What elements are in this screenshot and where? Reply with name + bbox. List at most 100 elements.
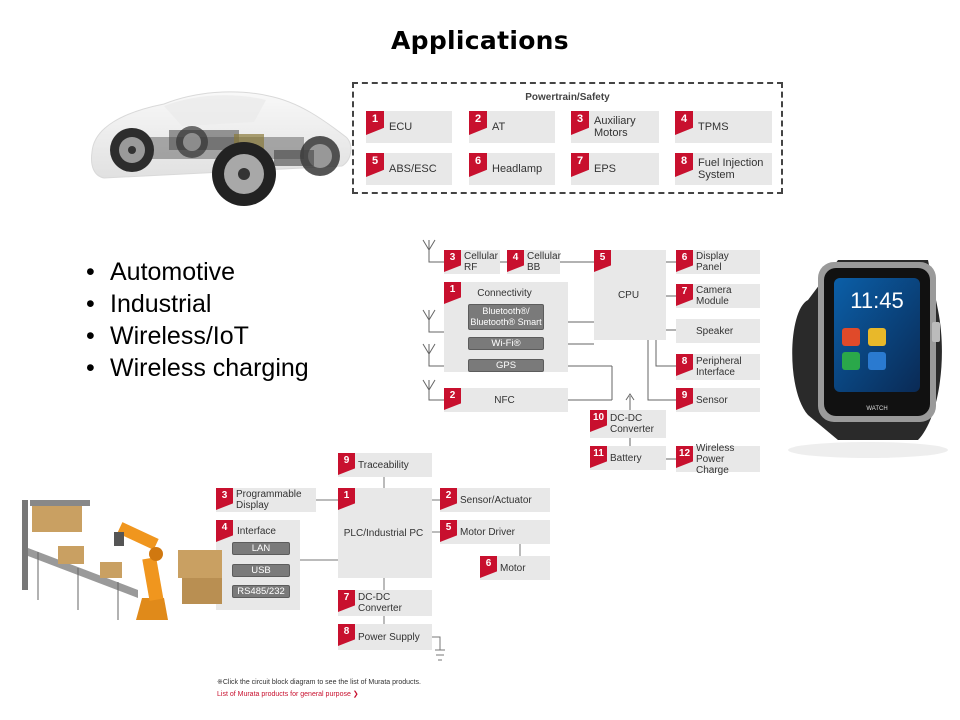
block-label: Sensor	[696, 394, 728, 406]
block-label: Auxiliary Motors	[594, 115, 636, 139]
bullet-wireless-charging: Wireless charging	[86, 352, 309, 384]
block-abs-esc[interactable]: 5 ABS/ESC	[366, 153, 452, 185]
tag-number: 6	[480, 556, 497, 578]
block-label: Battery	[610, 452, 642, 464]
block-label: Programmable Display	[236, 489, 302, 511]
pill-rs485: RS485/232	[232, 585, 290, 598]
block-label: Motor	[500, 562, 526, 574]
tag-number: 8	[338, 624, 355, 646]
slide-title: Applications	[391, 26, 569, 55]
bullet-industrial: Industrial	[86, 288, 309, 320]
tag-number: 7	[338, 590, 355, 612]
block-label: DC-DC Converter	[358, 592, 402, 614]
block-label: Traceability	[358, 459, 409, 471]
bullet-wireless-iot: Wireless/IoT	[86, 320, 309, 352]
block-at[interactable]: 2 AT	[469, 111, 555, 143]
block-label: Wireless Power Charge	[696, 442, 735, 476]
tag-number: 12	[676, 446, 693, 468]
block-label: Fuel Injection System	[698, 157, 764, 181]
block-label: Sensor/Actuator	[460, 494, 532, 506]
tag-number: 5	[594, 250, 611, 272]
block-label: AT	[492, 121, 506, 133]
block-tpms[interactable]: 4 TPMS	[675, 111, 772, 143]
car-chassis-image	[91, 91, 352, 206]
block-speaker[interactable]: Speaker	[676, 319, 760, 343]
block-label: Headlamp	[492, 163, 543, 175]
tag-number: 3	[216, 488, 233, 510]
tag-number: 3	[444, 250, 461, 272]
footnote: ※Click the circuit block diagram to see …	[217, 679, 421, 686]
smartwatch-image: 11:45 WATCH	[788, 260, 948, 458]
block-label: PLC/Industrial PC	[343, 527, 424, 539]
tag-number: 5	[440, 520, 457, 542]
pill-lan: LAN	[232, 542, 290, 555]
block-label: DC-DC Converter	[610, 413, 654, 435]
pill-usb: USB	[232, 564, 290, 577]
tag-number: 2	[444, 388, 461, 410]
block-label: Power Supply	[358, 631, 420, 643]
powertrain-label: Powertrain/Safety	[525, 92, 610, 103]
block-label: Interface	[237, 526, 276, 537]
tag-number: 6	[676, 250, 693, 272]
tag-number: 9	[676, 388, 693, 410]
tag-number: 9	[338, 453, 355, 475]
tag-number: 1	[366, 111, 384, 135]
block-label: ECU	[389, 121, 413, 133]
tag-number: 8	[676, 354, 693, 376]
murata-products-link[interactable]: List of Murata products for general purp…	[217, 691, 359, 698]
tag-number: 3	[571, 111, 589, 135]
powertrain-safety-panel	[352, 82, 783, 194]
watch-brand: WATCH	[866, 406, 887, 412]
tag-number: 8	[675, 153, 693, 177]
tag-number: 1	[444, 282, 461, 304]
block-ecu[interactable]: 1 ECU	[366, 111, 452, 143]
tag-number: 4	[216, 520, 233, 542]
tag-number: 4	[675, 111, 693, 135]
tag-number: 11	[590, 446, 607, 468]
tag-number: 2	[440, 488, 457, 510]
block-label: Cellular RF	[464, 251, 498, 273]
tag-number: 2	[469, 111, 487, 135]
tag-number: 6	[469, 153, 487, 177]
tag-number: 1	[338, 488, 355, 510]
pill-bluetooth: Bluetooth®/ Bluetooth® Smart	[468, 304, 544, 330]
tag-number: 10	[590, 410, 607, 432]
tag-number: 5	[366, 153, 384, 177]
pill-wifi: Wi-Fi®	[468, 337, 544, 350]
tag-number: 4	[507, 250, 524, 272]
block-label: ABS/ESC	[389, 163, 437, 175]
block-label: Speaker	[696, 325, 734, 337]
block-label: Connectivity	[477, 288, 532, 299]
block-label: EPS	[594, 163, 617, 175]
block-label: Display Panel	[696, 251, 729, 273]
block-label: Motor Driver	[460, 526, 516, 538]
block-label: TPMS	[698, 121, 729, 133]
block-label: Cellular BB	[527, 251, 561, 273]
application-list: Automotive Industrial Wireless/IoT Wirel…	[86, 256, 309, 384]
bullet-automotive: Automotive	[86, 256, 309, 288]
block-headlamp[interactable]: 6 Headlamp	[469, 153, 555, 185]
